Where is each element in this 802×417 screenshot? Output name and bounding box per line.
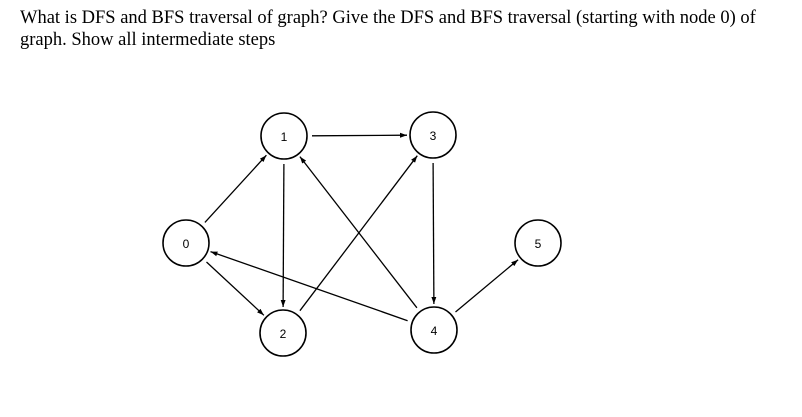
node-label-2: 2 — [280, 327, 287, 341]
edge-4-to-5 — [455, 259, 519, 313]
graph-nodes: 0 1 2 3 4 5 — [162, 111, 562, 357]
node-circle-1 — [260, 112, 308, 160]
graph-node-4: 4 — [410, 306, 458, 354]
edge-4-to-1 — [299, 156, 418, 309]
edge-4-to-0 — [210, 250, 408, 322]
node-circle-5 — [514, 219, 562, 267]
edge-3-to-4 — [431, 162, 437, 305]
edge-0-to-1 — [204, 154, 267, 223]
node-label-5: 5 — [535, 237, 542, 251]
graph-node-2: 2 — [259, 309, 307, 357]
node-circle-3 — [409, 111, 457, 159]
edge-1-to-3 — [311, 132, 408, 138]
graph-node-0: 0 — [162, 219, 210, 267]
node-circle-0 — [162, 219, 210, 267]
node-circle-2 — [259, 309, 307, 357]
question-text: What is DFS and BFS traversal of graph? … — [20, 8, 756, 50]
node-label-1: 1 — [281, 130, 288, 144]
graph-node-5: 5 — [514, 219, 562, 267]
node-label-0: 0 — [183, 237, 190, 251]
graph-edges — [204, 132, 519, 322]
edge-0-to-2 — [206, 261, 265, 316]
node-label-4: 4 — [431, 324, 438, 338]
node-circle-4 — [410, 306, 458, 354]
graph-node-3: 3 — [409, 111, 457, 159]
graph-node-1: 1 — [260, 112, 308, 160]
node-label-3: 3 — [430, 129, 437, 143]
edge-1-to-2 — [280, 163, 286, 308]
